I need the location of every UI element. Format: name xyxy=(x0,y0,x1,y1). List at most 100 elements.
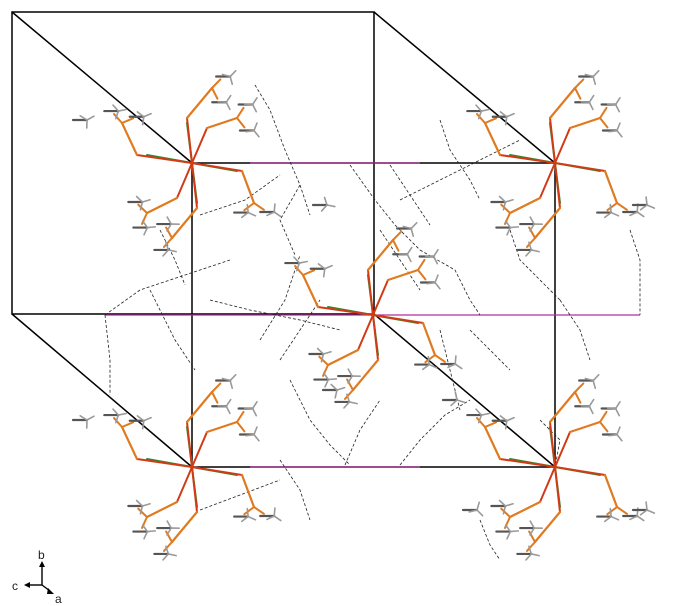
hydrogen-bond-stick xyxy=(167,553,177,557)
hydrogen-bond-stick xyxy=(141,419,145,430)
phosphorus-bond xyxy=(211,78,222,89)
hydrogen-bond-stick xyxy=(334,389,338,399)
hydrogen-bond-stick xyxy=(251,97,258,106)
hydrogen-bond-stick xyxy=(528,241,533,251)
hydrogen-bond-stick xyxy=(498,195,507,203)
hydrogen-bond-stick xyxy=(117,108,127,112)
phosphorus-bond xyxy=(476,417,486,428)
hydrogen-bond-stick xyxy=(141,220,149,229)
phosphorus-bond xyxy=(434,354,446,363)
metal-oxygen-bond xyxy=(191,162,198,209)
hydrogen-bond-stick xyxy=(114,110,120,120)
hydrogen-bond-stick xyxy=(476,509,484,517)
metal-oxygen-bond xyxy=(549,421,556,468)
hydrogen-bond-stick xyxy=(323,196,328,206)
metal-oxygen-bond xyxy=(539,162,556,199)
hydrogen-bond-stick xyxy=(504,220,512,229)
hydrogen-bond-stick xyxy=(616,129,623,138)
hydrogen-bond-stick xyxy=(229,69,237,78)
hydrogen-bond-stick xyxy=(525,553,533,561)
hydrogen-bond-stick xyxy=(610,211,620,217)
axis-indicator: b c a xyxy=(12,548,62,606)
hydrogen-bond-stick xyxy=(502,505,507,515)
hydrogen-bond-stick xyxy=(316,347,325,355)
hydrogen-bond xyxy=(399,399,471,466)
hydrogen-bond-stick xyxy=(499,111,508,118)
hydrogen-bond-stick xyxy=(530,553,540,557)
hydrogen-bond-stick xyxy=(530,249,540,253)
b-axis-label: b xyxy=(38,548,45,562)
hydrogen-bond-stick xyxy=(317,263,326,270)
hydrogen-bond-stick xyxy=(142,112,152,118)
oxygen-phosphorus-bond xyxy=(326,348,360,367)
unit-cell-edge xyxy=(373,11,556,164)
hydrogen-bond-stick xyxy=(346,393,351,403)
oxygen-phosphorus-bond xyxy=(533,206,562,240)
phosphorus-bond xyxy=(243,202,255,212)
hydrogen-bond-stick xyxy=(636,515,645,522)
phosphorus-bond xyxy=(121,421,135,428)
phosphorus-bond xyxy=(302,269,316,276)
oxygen-phosphorus-bond xyxy=(351,358,380,392)
hydrogen-bond-stick xyxy=(143,530,149,540)
hydrogen-bond-stick xyxy=(245,129,255,133)
c-axis-arrowhead xyxy=(24,582,30,588)
oxygen-phosphorus-bond xyxy=(548,390,577,424)
hydrogen-bond-stick xyxy=(143,226,149,236)
hydrogen-bond xyxy=(279,459,311,521)
phosphorus-bond xyxy=(392,230,403,241)
metal-oxygen-bond xyxy=(554,162,561,209)
phosphorus-bond xyxy=(574,78,585,89)
hydrogen-bond-stick xyxy=(293,256,301,264)
hydrogen-bond-stick xyxy=(498,499,507,507)
hydrogen-bond-stick xyxy=(610,515,620,521)
oxygen-phosphorus-bond xyxy=(603,473,619,509)
phosphorus-bond xyxy=(318,355,329,366)
hydrogen-bond-stick xyxy=(636,211,645,218)
hydrogen-bond-stick xyxy=(529,527,535,536)
hydrogen-bond-stick xyxy=(246,507,249,518)
hydrogen-bonds xyxy=(104,84,641,561)
hydrogen-bond-stick xyxy=(225,101,231,111)
a-axis-arrowhead xyxy=(47,588,54,594)
hydrogen-bond-stick xyxy=(246,203,249,214)
hydrogen-bond-stick xyxy=(273,507,276,517)
phosphorus-bond xyxy=(599,421,609,433)
hydrogen-bond-stick xyxy=(468,509,478,513)
hydrogen-bond-stick xyxy=(336,386,346,391)
hydrogen-bond xyxy=(439,119,481,201)
hydrogen-bond-stick xyxy=(141,524,149,533)
metal-oxygen-bond xyxy=(549,117,556,164)
oxygen-phosphorus-bond xyxy=(145,196,179,215)
hydrogen-bond-stick xyxy=(427,355,430,366)
oxygen-phosphorus-bond xyxy=(205,116,239,130)
hydrogen-bond-stick xyxy=(273,515,282,522)
hydrogen-bond-stick xyxy=(240,515,249,523)
hydrogen-bond-stick xyxy=(645,501,648,511)
hydrogen-bond-stick xyxy=(139,201,144,211)
metal-oxygen-bond xyxy=(136,458,193,468)
metal-oxygen-bond xyxy=(317,306,374,316)
hydrogen-bond-stick xyxy=(480,412,490,416)
hydrogen-bond xyxy=(104,259,231,316)
hydrogen-bond-stick xyxy=(79,414,88,421)
hydrogen-bond-stick xyxy=(456,399,466,404)
hydrogen-bond-stick xyxy=(136,111,145,118)
phosphorus-bond xyxy=(574,87,582,100)
phosphorus-bond xyxy=(113,417,123,428)
hydrogen-bond-stick xyxy=(266,211,276,217)
hydrogen-bond-stick xyxy=(614,103,621,113)
phosphorus-bond xyxy=(236,106,245,119)
hydrogen-bond-stick xyxy=(273,211,282,218)
phosphorus-bond xyxy=(526,237,536,248)
hydrogen-bond-stick xyxy=(614,97,621,106)
oxygen-phosphorus-bond xyxy=(508,196,542,215)
hydrogen-bond-stick xyxy=(320,204,328,212)
hydrogen-bond-stick xyxy=(323,264,333,270)
c-axis-label: c xyxy=(12,579,18,593)
hydrogen-bond-stick xyxy=(247,211,257,217)
hydrogen-bond-stick xyxy=(253,122,258,132)
phosphorus-bond xyxy=(599,410,608,423)
hydrogen-bond-stick xyxy=(504,502,514,507)
oxygen-phosphorus-bond xyxy=(533,510,562,544)
